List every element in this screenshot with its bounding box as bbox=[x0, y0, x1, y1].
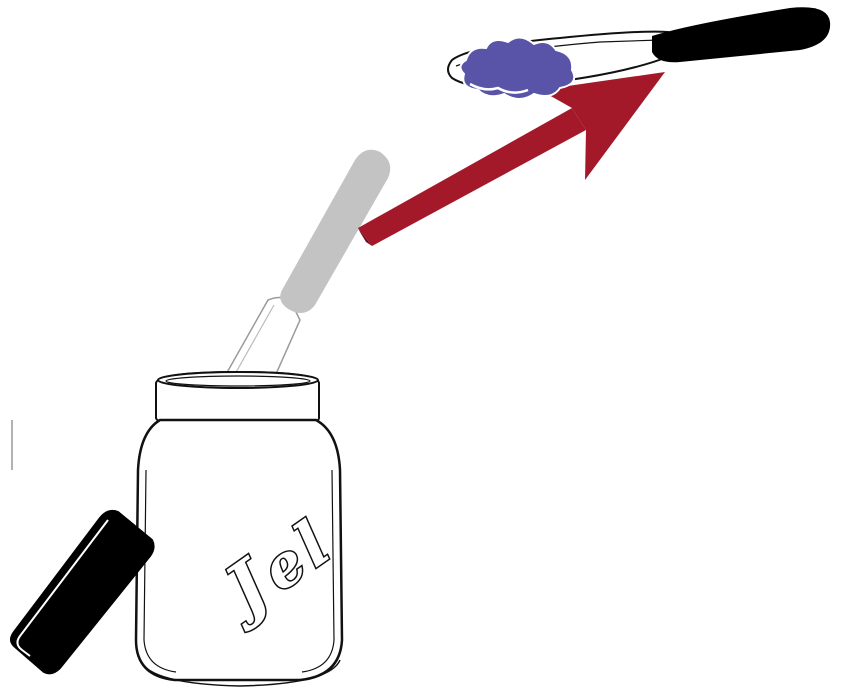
jar-lid-icon bbox=[11, 511, 154, 673]
arrow-shaft bbox=[358, 108, 586, 246]
jar-lid bbox=[11, 511, 154, 673]
jar-icon: J e l bbox=[136, 372, 344, 686]
knife-handle bbox=[652, 7, 830, 62]
knife-in-jar-icon bbox=[216, 150, 390, 392]
